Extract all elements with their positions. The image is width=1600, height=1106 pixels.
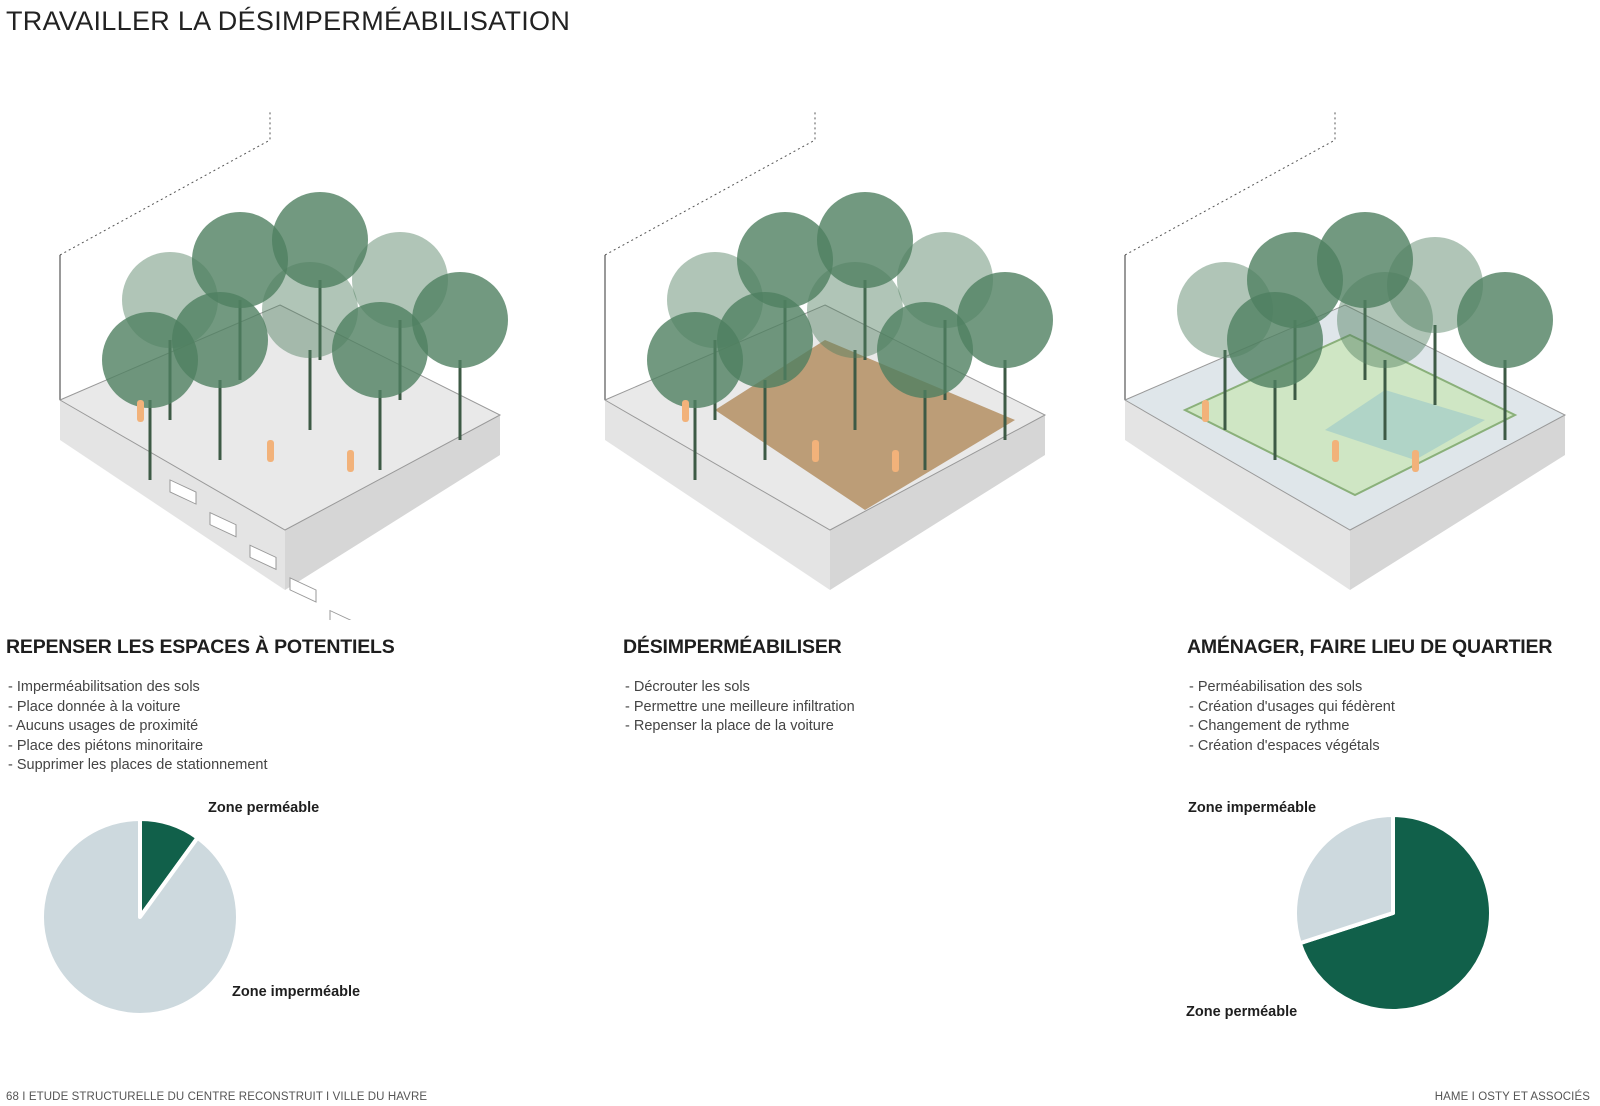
panel-list-3: - Perméabilisation des sols - Création d… <box>1189 678 1395 756</box>
car <box>249 544 277 571</box>
pedestrian <box>812 440 819 462</box>
tree-canopy <box>1457 272 1553 368</box>
panel-heading-3: AMÉNAGER, FAIRE LIEU DE QUARTIER <box>1187 636 1553 658</box>
pie-slice-permeable <box>1297 813 1493 1013</box>
list-item: - Aucuns usages de proximité <box>8 718 199 735</box>
pie-label-permeable: Zone perméable <box>1186 1004 1298 1020</box>
soil-side <box>60 400 285 590</box>
depaved-soil <box>715 340 1015 510</box>
list-item: - Imperméabilitsation des sols <box>8 679 200 695</box>
car <box>289 577 317 603</box>
tree-canopy <box>807 262 903 358</box>
pedestrian <box>1332 440 1339 462</box>
footer-right: HAME I OSTY ET ASSOCIÉS <box>1434 1091 1590 1103</box>
tree-canopy <box>102 312 198 408</box>
tree-canopy <box>817 192 913 288</box>
car <box>209 511 237 538</box>
pie-label-permeable: Zone perméable <box>208 800 320 816</box>
list-item: - Place des piétons minoritaire <box>8 737 204 754</box>
pedestrian <box>347 450 354 472</box>
page-title: TRAVAILLER LA DÉSIMPERMÉABILISATION <box>6 6 571 36</box>
footer-left: 68 I ETUDE STRUCTURELLE DU CENTRE RECONS… <box>6 1091 428 1103</box>
list-item: - Changement de rythme <box>1189 718 1350 735</box>
pedestrian <box>1202 400 1209 422</box>
tree-canopy <box>192 212 288 308</box>
illustration-existing-parking <box>58 110 508 620</box>
list-item: - Permettre une meilleure infiltration <box>625 698 855 715</box>
soil-side <box>285 415 500 590</box>
car <box>169 479 197 505</box>
tree-canopy <box>262 262 358 358</box>
pie-label-impermeable: Zone imperméable <box>1188 800 1317 816</box>
list-item: - Décrouter les sols <box>625 679 750 695</box>
list-item: - Création d'espaces végétals <box>1189 737 1380 754</box>
soil-side <box>1350 415 1565 590</box>
tree-canopy <box>1337 272 1433 368</box>
list-item: - Repenser la place de la voiture <box>625 718 834 735</box>
tree-canopy <box>957 272 1053 368</box>
panel-heading-2: DÉSIMPERMÉABILISER <box>623 636 842 658</box>
illustration-neighbourhood-place <box>1123 110 1567 590</box>
tree-canopy <box>332 302 428 398</box>
pie-label-impermeable: Zone imperméable <box>232 984 361 1000</box>
panel-list-2: - Décrouter les sols - Permettre une mei… <box>625 678 855 737</box>
tree-canopy <box>737 212 833 308</box>
pedestrian <box>1412 450 1419 472</box>
pie-slice-impermeable <box>1293 813 1395 946</box>
pedestrian <box>892 450 899 472</box>
tree-canopy <box>647 312 743 408</box>
car <box>329 609 357 620</box>
panel-list-1: - Imperméabilitsation des sols - Place d… <box>8 678 268 776</box>
tree-canopy <box>877 302 973 398</box>
list-item: - Supprimer les places de stationnement <box>8 757 268 774</box>
list-item: - Perméabilisation des sols <box>1189 679 1363 695</box>
tree-canopy <box>272 192 368 288</box>
tree-canopy <box>412 272 508 368</box>
pie-slice-impermeable <box>40 817 240 1017</box>
panel-heading-1: REPENSER LES ESPACES À POTENTIELS <box>6 636 395 658</box>
soil-side <box>605 400 830 590</box>
pedestrian <box>267 440 274 462</box>
pedestrian <box>137 400 144 422</box>
pedestrian <box>682 400 689 422</box>
list-item: - Place donnée à la voiture <box>8 698 181 715</box>
illustration-depaving <box>603 110 1053 590</box>
soil-side <box>830 415 1045 590</box>
pie-chart-after <box>1293 813 1493 1013</box>
soil-side <box>1125 400 1350 590</box>
tree-canopy <box>1227 292 1323 388</box>
tree-canopy <box>1317 212 1413 308</box>
pie-chart-before <box>40 817 240 1017</box>
water-area <box>1325 390 1485 460</box>
list-item: - Création d'usages qui fédèrent <box>1189 698 1395 715</box>
